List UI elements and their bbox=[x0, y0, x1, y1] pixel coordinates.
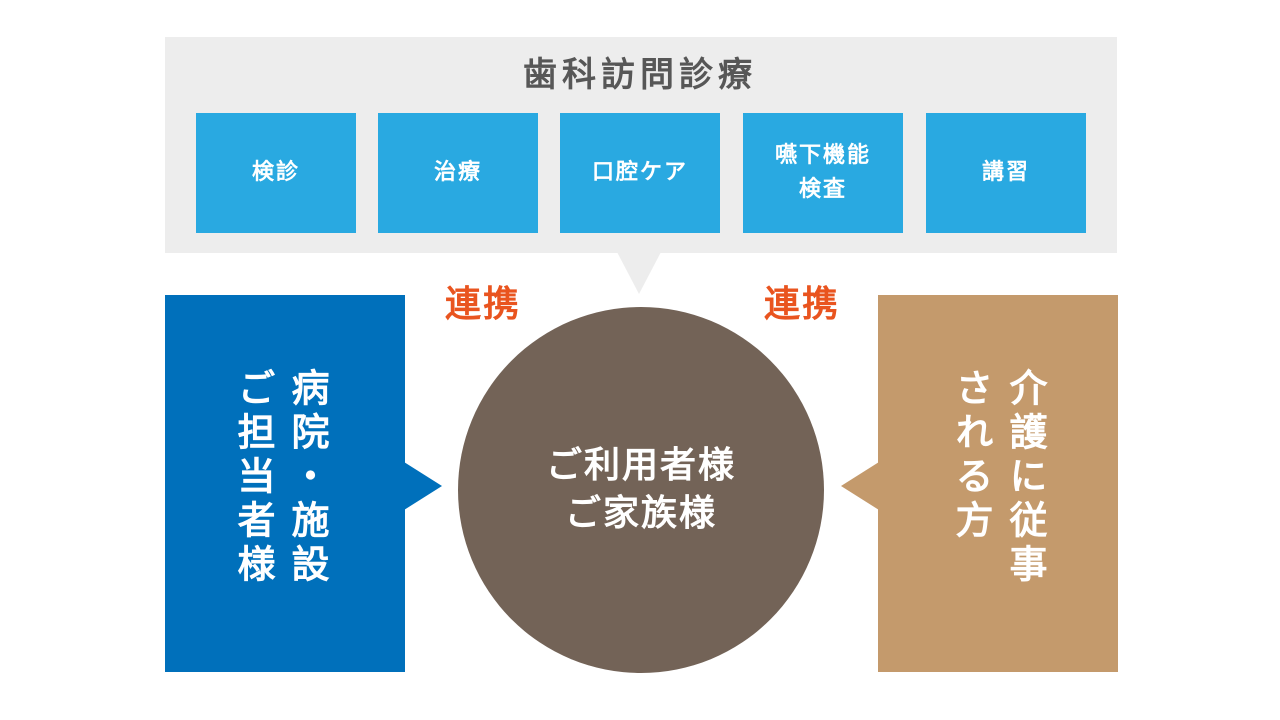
service-swallowing-test: 嚥下機能 検査 bbox=[743, 113, 903, 233]
patient-family-circle: ご利用者様 ご家族様 bbox=[458, 307, 824, 673]
caregiver-pointer bbox=[841, 462, 879, 510]
caregiver-box bbox=[878, 295, 1118, 672]
link-label-right: 連携 bbox=[763, 284, 840, 325]
link-label-left: 連携 bbox=[444, 284, 521, 325]
panel-title: 歯科訪問診療 bbox=[523, 55, 757, 95]
service-checkup: 検診 bbox=[196, 113, 356, 233]
service-oral-care: 口腔ケア bbox=[560, 113, 720, 233]
hospital-staff-box bbox=[165, 295, 405, 672]
hospital-staff-label: 病院・施設 ご担当者様 bbox=[231, 368, 329, 588]
hospital-staff-pointer bbox=[404, 462, 442, 510]
service-lecture: 講習 bbox=[926, 113, 1086, 233]
service-panel-pointer bbox=[617, 252, 661, 294]
service-treatment: 治療 bbox=[378, 113, 538, 233]
caregiver-label: 介護に従事 される方 bbox=[949, 368, 1047, 588]
